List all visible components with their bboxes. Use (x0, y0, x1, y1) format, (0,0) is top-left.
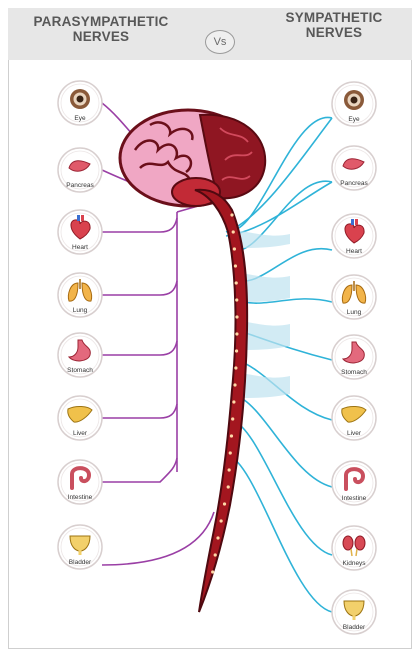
organ-eye: Eye (58, 81, 102, 125)
organ-liver: Liver (58, 396, 102, 440)
organ-label: Heart (72, 244, 88, 251)
organ-bladder: Bladder (58, 525, 102, 569)
organ-label: Bladder (343, 624, 366, 631)
organ-label: Intestine (342, 495, 367, 502)
ganglion-dot (229, 451, 232, 454)
organ-stomach: Stomach (58, 333, 102, 377)
organ-label: Pancreas (66, 182, 94, 189)
ganglion-dot (233, 383, 236, 386)
organ-intestine: Intestine (332, 461, 376, 505)
organ-stomach: Stomach (332, 335, 376, 379)
organ-label: Liver (347, 430, 362, 437)
sympathetic-organ-list: EyePancreasHeartLungStomachLiverIntestin… (332, 82, 376, 634)
ganglion-dot (231, 417, 234, 420)
organ-label: Stomach (67, 367, 93, 374)
organ-eye: Eye (332, 82, 376, 126)
ganglion-dot (223, 502, 226, 505)
brain (120, 110, 265, 206)
organ-label: Eye (74, 115, 86, 122)
ganglion-dot (234, 264, 237, 267)
ganglion-dot (235, 315, 238, 318)
ganglion-dot (227, 485, 230, 488)
organ-label: Pancreas (340, 180, 368, 187)
ganglion-dot (216, 536, 219, 539)
organ-lung: Lung (58, 273, 102, 317)
organ-label: Kidneys (342, 560, 366, 567)
ganglion-dot (211, 570, 214, 573)
organ-label: Lung (73, 307, 88, 314)
ganglion-dot (235, 332, 238, 335)
parasympathetic-organ-list: EyePancreasHeartLungStomachLiverIntestin… (58, 81, 102, 569)
organ-lung: Lung (332, 275, 376, 319)
organ-heart: Heart (58, 210, 102, 254)
organ-liver: Liver (332, 396, 376, 440)
ganglion-dot (228, 468, 231, 471)
organ-intestine: Intestine (58, 460, 102, 504)
organ-label: Bladder (69, 559, 92, 566)
ganglion-dot (234, 366, 237, 369)
ganglion-dot (232, 400, 235, 403)
organ-label: Heart (346, 248, 362, 255)
spinal-cord (195, 190, 247, 612)
organ-label: Eye (348, 116, 360, 123)
ganglion-dot (230, 213, 233, 216)
organ-pancreas: Pancreas (332, 146, 376, 190)
ganglion-dot (235, 298, 238, 301)
ganglion-dot (233, 247, 236, 250)
organ-label: Lung (347, 309, 362, 316)
ganglion-dot (235, 281, 238, 284)
organ-pancreas: Pancreas (58, 148, 102, 192)
ganglion-dot (230, 434, 233, 437)
organ-kidneys: Kidneys (332, 526, 376, 570)
organ-heart: Heart (332, 214, 376, 258)
ganglion-dot (220, 519, 223, 522)
ganglion-dot (214, 553, 217, 556)
eye-icon (70, 89, 90, 109)
organ-label: Stomach (341, 369, 367, 376)
organ-bladder: Bladder (332, 590, 376, 634)
organ-label: Intestine (68, 494, 93, 501)
organ-label: Liver (73, 430, 88, 437)
ganglion-dot (232, 230, 235, 233)
ganglion-dot (235, 349, 238, 352)
eye-icon (344, 90, 364, 110)
